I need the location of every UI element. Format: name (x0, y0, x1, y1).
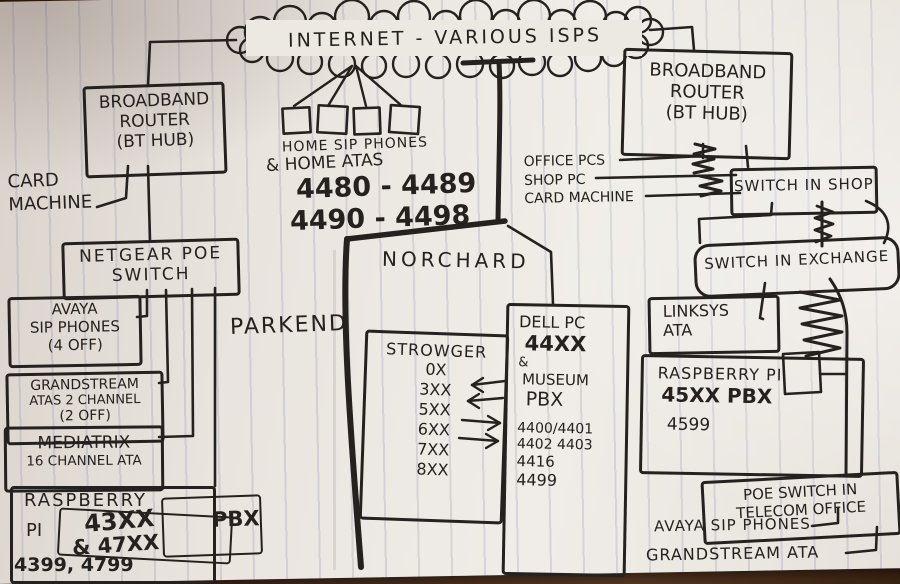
right-connectors (506, 25, 890, 555)
left-connectors (95, 38, 238, 488)
internet-cloud (225, 0, 665, 80)
switch-in-exchange-box: SWITCH IN EXCHANGE (692, 235, 900, 299)
right-grandstream-ata-label: GRANDSTREAM ATA (645, 542, 820, 565)
left-broadband-router-box: BROADBAND ROUTER (BT HUB) (82, 81, 228, 179)
dell-pc-museum-pbx-box: DELL PC 44XX & MUSEUM PBX 4400/4401 4402… (501, 302, 631, 578)
site-label-norchard: NORCHARD (381, 246, 530, 274)
home-phone-icons (281, 103, 422, 136)
raspberry-pi-45xx-pbx-box: RASPBERRY PI 45XX PBX 4599 (638, 354, 866, 478)
shop-card-machine-label: CARD MACHINE (524, 189, 634, 207)
museum-range: 4499 (516, 470, 558, 490)
range-4399-4799: 4399, 4799 (14, 554, 134, 576)
main-trunk-line (342, 57, 536, 570)
pbx-label: PBX (211, 506, 260, 532)
raspberry-label: RASPBERRY (24, 490, 147, 511)
right-broadband-router-box: BROADBAND ROUTER (BT HUB) (620, 47, 794, 161)
shop-clients-labels: OFFICE PCS SHOP PC CARD MACHINE (524, 151, 634, 208)
strowger-level: 8XX (416, 459, 449, 480)
right-avaya-sip-phones-label: AVAYA SIP PHONES (653, 514, 811, 536)
trunk-direction-arrows (457, 376, 507, 450)
avaya-sip-phones-box: AVAYA SIP PHONES (4 OFF) (7, 294, 143, 369)
linksys-ata-box: LINKSYS ATA (647, 294, 781, 356)
raspberry-pi-43xx-pbx-box (10, 486, 216, 584)
left-card-machine-label: CARD MACHINE (7, 169, 93, 215)
mediatrix-ata-box: MEDIATRIX 16 CHANNEL ATA (3, 425, 165, 493)
strowger-exchange-box: STROWGER 0X 3XX 5XX 6XX 7XX 8XX (358, 329, 510, 525)
netgear-poe-switch-box: NETGEAR POE SWITCH (61, 237, 241, 301)
ink-scribbles (691, 142, 844, 358)
home-phones-fan (292, 64, 404, 108)
router-line: (BT HUB) (116, 129, 195, 153)
office-pcs-label: OFFICE PCS (523, 152, 606, 170)
museum-range: 4400/4401 (517, 420, 594, 438)
museum-range: 4416 (516, 452, 555, 471)
shop-pc-label: SHOP PC (523, 171, 586, 189)
switch-in-shop-box: SWITCH IN SHOP (729, 165, 879, 217)
pi-label: PI (26, 520, 43, 541)
site-label-parkend: PARKEND (229, 310, 349, 341)
home-range-2: 4490 - 4498 (289, 199, 471, 238)
museum-range: 4402 4403 (516, 436, 593, 454)
sheet-edge-shadow (333, 250, 336, 570)
